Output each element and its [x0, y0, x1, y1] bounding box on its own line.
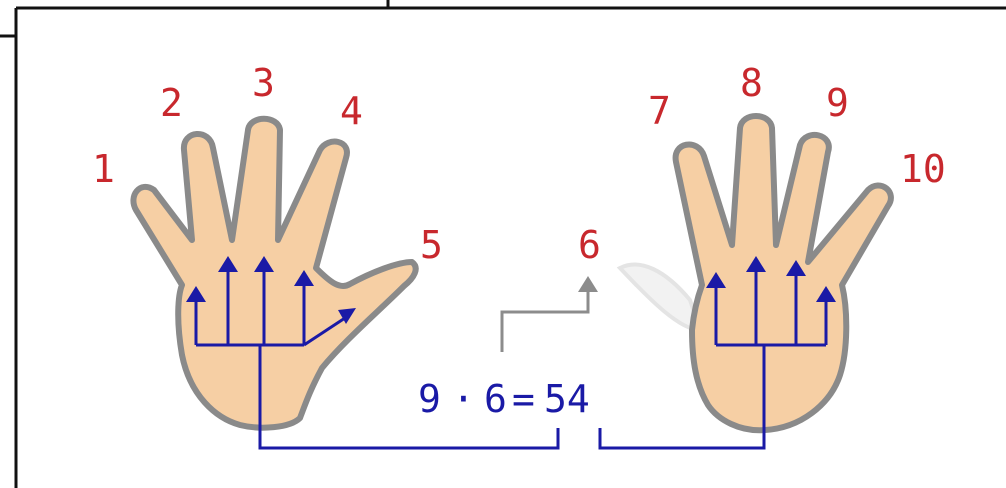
- equation-dot: ·: [452, 377, 475, 421]
- left-hand-shape: [130, 115, 419, 431]
- equation: 9 · 6 = 54: [418, 377, 590, 421]
- finger-label-4: 4: [340, 89, 363, 133]
- finger-label-7: 7: [648, 89, 671, 133]
- finger-label-9: 9: [826, 81, 849, 125]
- finger-numbers: 1 2 3 4 5 6 7 8 9 10: [92, 61, 946, 267]
- finger-label-10: 10: [900, 147, 946, 191]
- right-hand-arrows: [598, 256, 836, 450]
- equation-factor-left: 9: [418, 377, 441, 421]
- right-hand: [616, 113, 894, 434]
- finger-label-6: 6: [578, 223, 601, 267]
- bent-finger-arrow: [500, 276, 598, 352]
- finger-label-8: 8: [740, 61, 763, 105]
- equation-result: 54: [544, 377, 590, 421]
- left-hand-arrows: [186, 256, 560, 450]
- equation-equals: =: [512, 377, 535, 421]
- equation-factor-right: 6: [484, 377, 507, 421]
- finger-label-1: 1: [92, 147, 115, 191]
- finger-label-3: 3: [252, 61, 275, 105]
- right-hand-shape: [672, 113, 894, 434]
- finger-label-5: 5: [420, 223, 443, 267]
- left-hand: [130, 115, 419, 431]
- finger-label-2: 2: [160, 81, 183, 125]
- bent-thumb-shadow: [616, 262, 703, 333]
